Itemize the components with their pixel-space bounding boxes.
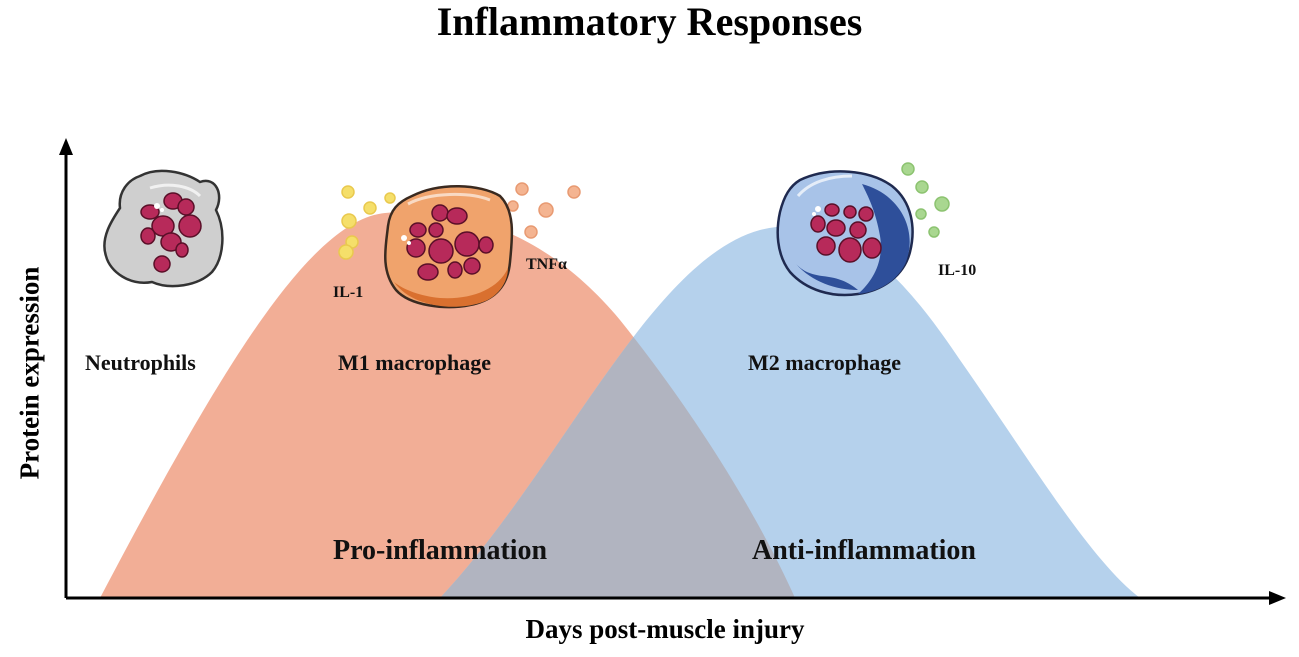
y-axis-label: Protein expression <box>14 266 45 480</box>
m2-macrophage-label: M2 macrophage <box>748 350 901 375</box>
tnf-dots <box>507 182 581 239</box>
x-axis-arrow <box>1269 591 1286 605</box>
m1-macrophage-label: M1 macrophage <box>338 350 491 375</box>
diagram-title: Inflammatory Responses <box>436 0 863 44</box>
il1-label: IL-1 <box>333 284 364 301</box>
m1-macrophage-cell-icon <box>383 185 514 309</box>
neutrophils-label: Neutrophils <box>85 350 196 375</box>
il1-dots <box>338 185 396 260</box>
il10-label: IL-10 <box>938 262 977 279</box>
y-axis-arrow <box>59 138 73 155</box>
il10-dots <box>901 162 950 238</box>
axes <box>59 138 1286 605</box>
tnf-alpha-label: TNFα <box>526 256 567 273</box>
neutrophil-cell-icon <box>103 169 224 288</box>
pro-inflammation-label: Pro-inflammation <box>333 535 548 566</box>
x-axis-label: Days post-muscle injury <box>525 614 805 644</box>
anti-inflammation-label: Anti-inflammation <box>752 535 976 566</box>
m2-macrophage-cell-icon <box>776 170 914 297</box>
